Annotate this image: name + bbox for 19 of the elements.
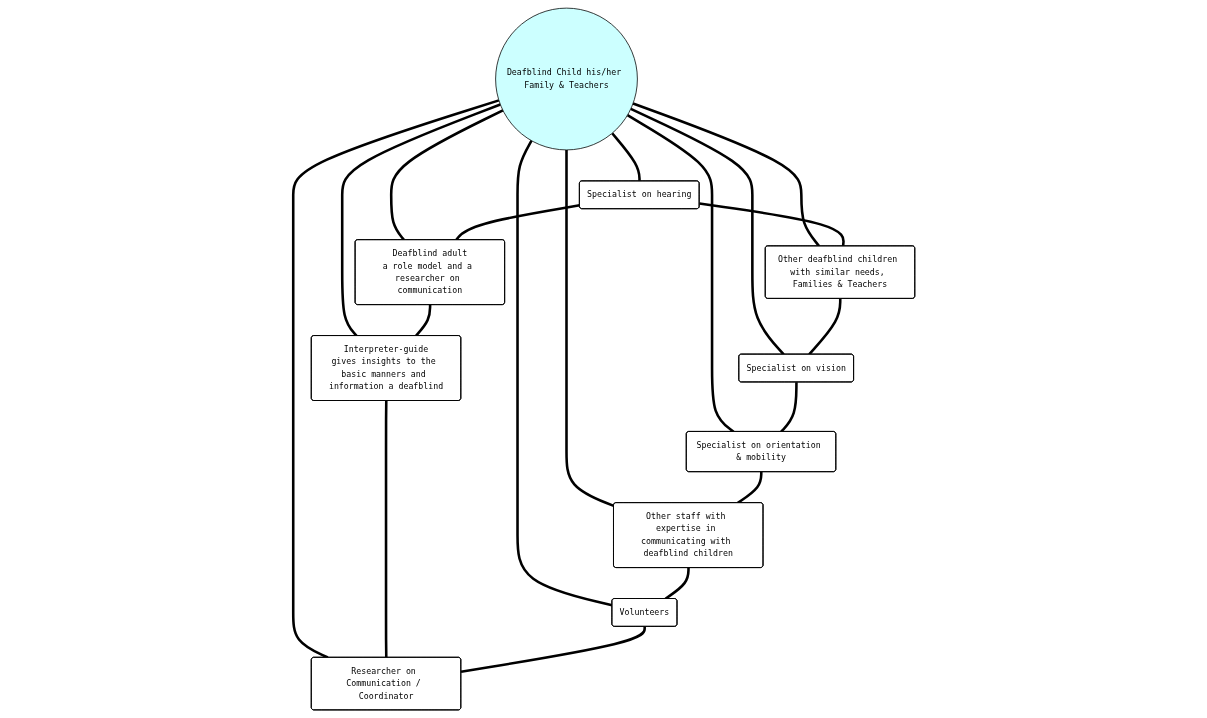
- connector: [564, 149, 614, 508]
- connector: [291, 99, 499, 659]
- connector: [629, 107, 785, 356]
- connector: [384, 400, 388, 658]
- connector: [454, 204, 580, 241]
- connector: [610, 132, 641, 182]
- connector: [626, 114, 734, 433]
- connector: [632, 102, 820, 247]
- connector: [779, 382, 798, 433]
- connector: [389, 109, 503, 241]
- connector: [807, 298, 842, 356]
- connector: [515, 140, 612, 607]
- connector: [414, 304, 431, 337]
- connector: [340, 103, 501, 337]
- connector: [664, 567, 690, 600]
- connector: [698, 202, 845, 247]
- node-circle: [494, 7, 638, 151]
- diagram: Deafblind Child his/her Family & Teachers Other deafblind children with similar needs, Families & Teachers Specialist on hearing Specialist on vision Deafblind adult a role model and a researcher on communication Specialist on orientation & mobility Interpreter-guide gives insights to the basic manners and information a deafblind Other staff with expertise in communicating with deafblind children Volunteers Researcher on Communication / Coordinator: [3, 4, 1204, 714]
- connector: [736, 471, 763, 504]
